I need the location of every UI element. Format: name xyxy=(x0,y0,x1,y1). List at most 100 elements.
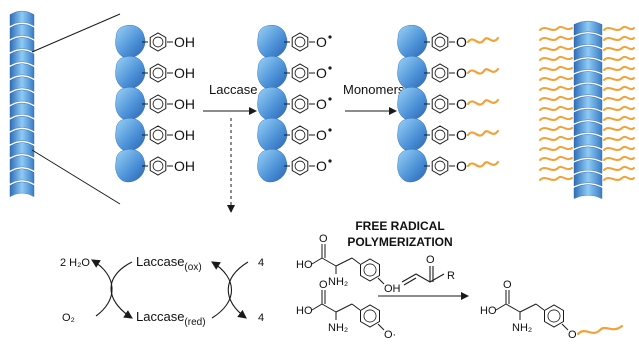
radical-dot xyxy=(328,128,332,132)
ether-o-label: O xyxy=(456,34,467,50)
acrylate-monomer: O R xyxy=(401,254,455,286)
fiber-band xyxy=(573,46,603,61)
vinyl-bonds xyxy=(401,273,445,283)
phenol-oh-label: OH xyxy=(384,283,401,295)
polymer-chain-icon xyxy=(603,115,635,121)
benzene-ring-icon xyxy=(149,32,167,52)
polymer-chain-icon xyxy=(603,35,635,41)
bond xyxy=(311,257,323,265)
benzene-ring-aromatic xyxy=(363,263,377,277)
fiber-band xyxy=(9,50,35,66)
polymer-chain-icon xyxy=(603,175,635,181)
cycle-arc-right-a xyxy=(227,261,249,319)
polymer-chain-icon xyxy=(603,85,635,91)
bond xyxy=(321,257,337,267)
polymer-chain-icon xyxy=(539,115,573,121)
polymer-chain-icon xyxy=(539,175,573,181)
phenol-oh-label: OH xyxy=(174,158,195,174)
fiber-band xyxy=(9,89,35,106)
polymer-chain-icon xyxy=(539,125,573,131)
protein-blob-icon xyxy=(257,56,288,90)
benzene-ring-aromatic xyxy=(152,98,164,110)
laccase-red-label: Laccase(red) xyxy=(136,309,206,328)
fiber-band xyxy=(9,63,35,79)
benzene-ring-icon xyxy=(431,63,449,83)
benzene-ring-aromatic xyxy=(152,36,164,48)
phenol-oh-label: OH xyxy=(174,96,195,112)
benzene-ring-icon xyxy=(149,63,167,83)
bond xyxy=(495,303,507,311)
protein-blob-icon xyxy=(397,87,428,121)
benzene-ring-aromatic xyxy=(152,129,164,141)
polymer-chain-icon xyxy=(466,98,500,106)
polymer-chain-icon xyxy=(603,65,635,71)
bond xyxy=(519,303,537,313)
cycle-arc-left-b xyxy=(110,261,133,319)
radical-o-label: O xyxy=(316,127,327,143)
polymer-chain-icon xyxy=(603,125,635,131)
benzene-ring-icon xyxy=(360,304,380,328)
protein-blob-icon xyxy=(257,118,288,152)
protein-blob-icon xyxy=(115,118,146,152)
fiber-band xyxy=(573,96,603,111)
benzene-ring-aromatic xyxy=(294,36,306,48)
carbonyl-o-label: O xyxy=(319,279,328,291)
benzene-ring-aromatic xyxy=(363,309,377,323)
benzene-ring-icon xyxy=(431,32,449,52)
fiber-band xyxy=(9,181,35,198)
fiber-band xyxy=(9,76,35,92)
polymer-chain-icon xyxy=(603,145,635,151)
benzene-ring-aromatic xyxy=(294,160,306,172)
polymer-chain-icon xyxy=(466,67,500,75)
bond xyxy=(335,303,353,313)
polymer-chain-icon xyxy=(539,165,573,171)
ether-o-label: O xyxy=(456,96,467,112)
carboxyl-ho-label: HO xyxy=(296,305,313,317)
polymer-chain-icon xyxy=(603,75,635,81)
fiber-band xyxy=(573,184,603,199)
fiber-band xyxy=(9,115,35,132)
fiber-band xyxy=(573,171,603,187)
fiber-band xyxy=(9,168,35,184)
bond xyxy=(505,303,521,313)
benzene-ring-icon xyxy=(291,125,309,145)
fiber-band xyxy=(9,102,35,119)
radical-o-label: O· xyxy=(384,329,396,341)
benzene-ring-aromatic xyxy=(547,309,561,323)
benzene-ring-aromatic xyxy=(434,36,446,48)
polymer-chain-icon xyxy=(539,95,573,101)
polymer-chain-icon xyxy=(603,55,635,61)
polymer-chain-icon xyxy=(603,45,635,51)
benzene-ring-icon xyxy=(360,258,380,282)
carboxyl-ho-label: HO xyxy=(480,305,497,317)
amine-label: NH₂ xyxy=(512,322,532,334)
stoich-top: 4 xyxy=(258,257,264,269)
stoich-bottom: 4 xyxy=(258,312,264,324)
benzene-ring-aromatic xyxy=(434,129,446,141)
benzene-ring-icon xyxy=(544,304,564,328)
benzene-ring-icon xyxy=(291,156,309,176)
carbonyl-o-label: O xyxy=(503,279,512,291)
fiber-band xyxy=(9,23,35,40)
protein-blob-icon xyxy=(257,87,288,121)
carbonyl-o-label: O xyxy=(319,233,328,245)
radical-dot xyxy=(328,159,332,163)
fiber-band xyxy=(9,142,35,158)
protein-blob-icon xyxy=(397,118,428,152)
radical-dot xyxy=(328,35,332,39)
benzene-ring-aromatic xyxy=(434,98,446,110)
polymer-chain-icon xyxy=(466,129,500,137)
title-line-1: FREE RADICAL xyxy=(355,219,444,233)
polymer-chain-icon xyxy=(466,36,500,44)
protein-blob-icon xyxy=(115,149,146,183)
fiber-band xyxy=(573,58,603,74)
polymer-chain-icon xyxy=(603,25,635,31)
bond xyxy=(335,257,353,267)
zoom-line-bottom xyxy=(31,149,121,205)
